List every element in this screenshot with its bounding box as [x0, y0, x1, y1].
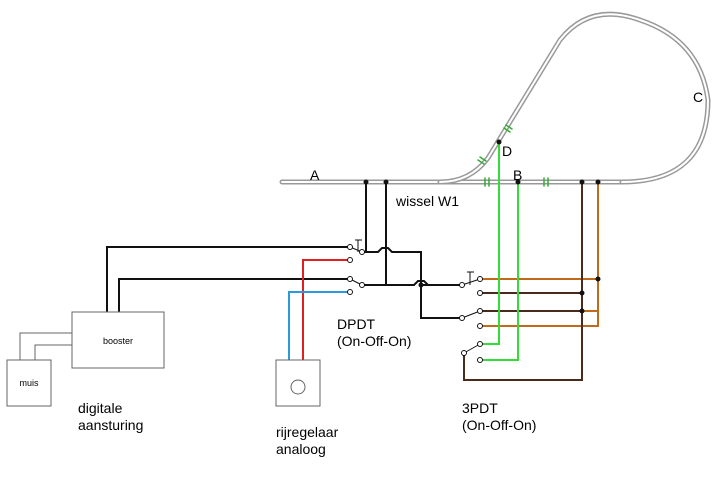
- booster-wire-2: [118, 278, 350, 312]
- blue-wire: [288, 291, 350, 360]
- muis-box: muis: [6, 359, 52, 407]
- insulator-marks: [477, 124, 549, 187]
- 3pdt-switch: [459, 271, 483, 363]
- green-wire-b: [480, 182, 519, 361]
- muis-label: muis: [19, 378, 39, 388]
- booster-label: booster: [103, 336, 133, 346]
- booster-wire-1: [106, 246, 350, 312]
- digital-sublabel: aansturing: [78, 417, 143, 433]
- track-d-label: D: [502, 143, 512, 159]
- knob-icon: [290, 379, 306, 395]
- dpdt-out-3: [420, 285, 462, 319]
- controller-sublabel: analoog: [276, 441, 326, 457]
- track: [279, 11, 711, 187]
- tpdt-sublabel: (On-Off-On): [462, 417, 536, 433]
- dpdt-label: DPDT: [337, 316, 376, 332]
- track-b-label: B: [513, 167, 522, 183]
- brown-wire-1: [480, 278, 599, 327]
- dpdt-sublabel: (On-Off-On): [337, 333, 411, 349]
- wires: [106, 142, 599, 381]
- darkbrown-main: [463, 182, 583, 381]
- track-a-label: A: [310, 167, 320, 183]
- green-wire-d: [480, 142, 500, 345]
- controller-label: rijregelaar: [276, 424, 339, 440]
- muis-connection: [19, 332, 72, 360]
- booster-box: booster: [71, 311, 165, 369]
- junction-dots: [363, 139, 601, 314]
- switch-w1-label: wissel W1: [395, 193, 459, 209]
- controller-box: [275, 359, 321, 407]
- dpdt-bridge-2: [362, 280, 462, 286]
- tpdt-label: 3PDT: [462, 400, 498, 416]
- dpdt-switch: [347, 239, 365, 295]
- red-wire: [302, 259, 350, 360]
- dpdt-bridge-1: [362, 247, 462, 286]
- track-c-label: C: [693, 89, 703, 105]
- digital-label: digitale: [78, 400, 123, 416]
